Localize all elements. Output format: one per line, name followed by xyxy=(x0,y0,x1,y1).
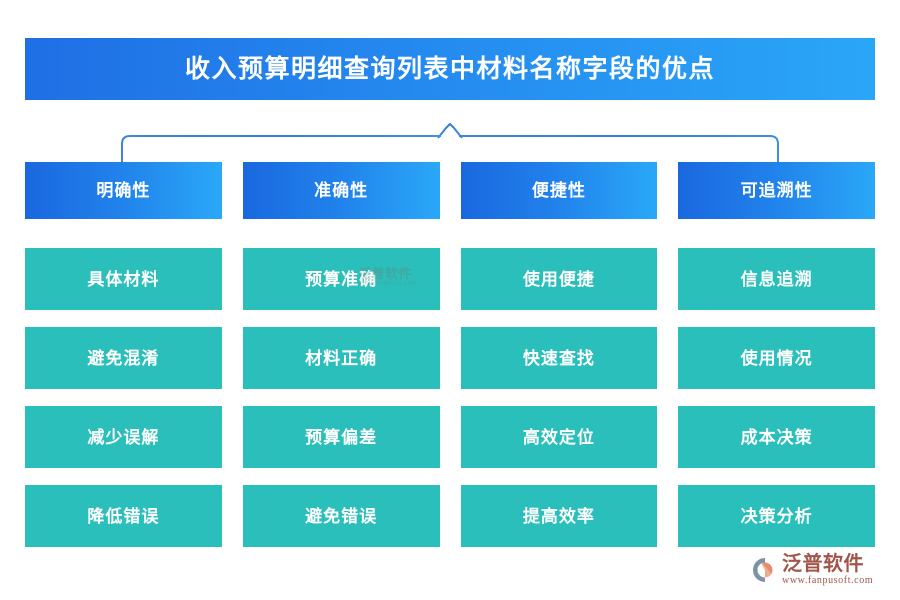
item-box[interactable]: 预算偏差 xyxy=(242,406,440,468)
item-grid: 具体材料 预算准确 使用便捷 信息追溯 避免混淆 材料正确 快速查找 使用情况 … xyxy=(25,248,875,548)
item-label: 预算准确 xyxy=(305,269,378,289)
item-label: 高效定位 xyxy=(522,427,595,447)
category-box-3[interactable]: 便捷性 xyxy=(460,162,658,219)
item-label: 具体材料 xyxy=(87,269,160,289)
item-label: 减少误解 xyxy=(87,427,160,447)
item-label: 提高效率 xyxy=(522,506,595,526)
item-box[interactable]: 避免混淆 xyxy=(25,327,222,389)
item-label: 避免错误 xyxy=(305,506,378,526)
bracket-connector-icon xyxy=(121,98,779,162)
item-box[interactable]: 高效定位 xyxy=(460,406,658,468)
item-label: 避免混淆 xyxy=(87,348,160,368)
item-box[interactable]: 快速查找 xyxy=(460,327,658,389)
category-box-2[interactable]: 准确性 xyxy=(242,162,440,219)
category-label: 便捷性 xyxy=(531,181,586,200)
fanpu-leaf-logo-icon xyxy=(753,558,773,582)
item-box[interactable]: 材料正确 xyxy=(242,327,440,389)
title-banner: 收入预算明细查询列表中材料名称字段的优点 xyxy=(25,38,875,100)
page-title: 收入预算明细查询列表中材料名称字段的优点 xyxy=(184,54,715,83)
item-label: 快速查找 xyxy=(522,348,595,368)
item-box[interactable]: 使用便捷 xyxy=(460,248,658,310)
item-box[interactable]: 降低错误 xyxy=(25,485,222,547)
brand-name: 泛普软件 xyxy=(782,552,864,575)
item-label: 决策分析 xyxy=(740,506,813,526)
item-box[interactable]: 信息追溯 xyxy=(678,248,875,310)
item-box[interactable]: 使用情况 xyxy=(678,327,875,389)
category-box-4[interactable]: 可追溯性 xyxy=(678,162,875,219)
item-box[interactable]: 预算准确 xyxy=(242,248,440,310)
category-label: 明确性 xyxy=(96,181,151,200)
item-label: 使用便捷 xyxy=(522,269,595,289)
item-label: 使用情况 xyxy=(740,348,813,368)
category-label: 准确性 xyxy=(314,181,369,200)
item-box[interactable]: 提高效率 xyxy=(460,485,658,547)
item-box[interactable]: 决策分析 xyxy=(678,485,875,547)
item-box[interactable]: 减少误解 xyxy=(25,406,222,468)
item-box[interactable]: 避免错误 xyxy=(242,485,440,547)
item-label: 预算偏差 xyxy=(305,427,378,447)
item-label: 成本决策 xyxy=(740,427,813,447)
item-label: 降低错误 xyxy=(87,506,160,526)
category-box-1[interactable]: 明确性 xyxy=(25,162,222,219)
item-label: 信息追溯 xyxy=(740,269,813,289)
brand-logo: 泛普软件 www.fanpusoft.com xyxy=(752,549,892,591)
brand-url: www.fanpusoft.com xyxy=(782,574,874,586)
item-box[interactable]: 具体材料 xyxy=(25,248,222,310)
category-row: 明确性 准确性 便捷性 可追溯性 xyxy=(25,162,875,219)
item-label: 材料正确 xyxy=(305,348,378,368)
category-label: 可追溯性 xyxy=(740,181,813,200)
brand-textblock: 泛普软件 www.fanpusoft.com xyxy=(782,552,874,587)
item-box[interactable]: 成本决策 xyxy=(678,406,875,468)
